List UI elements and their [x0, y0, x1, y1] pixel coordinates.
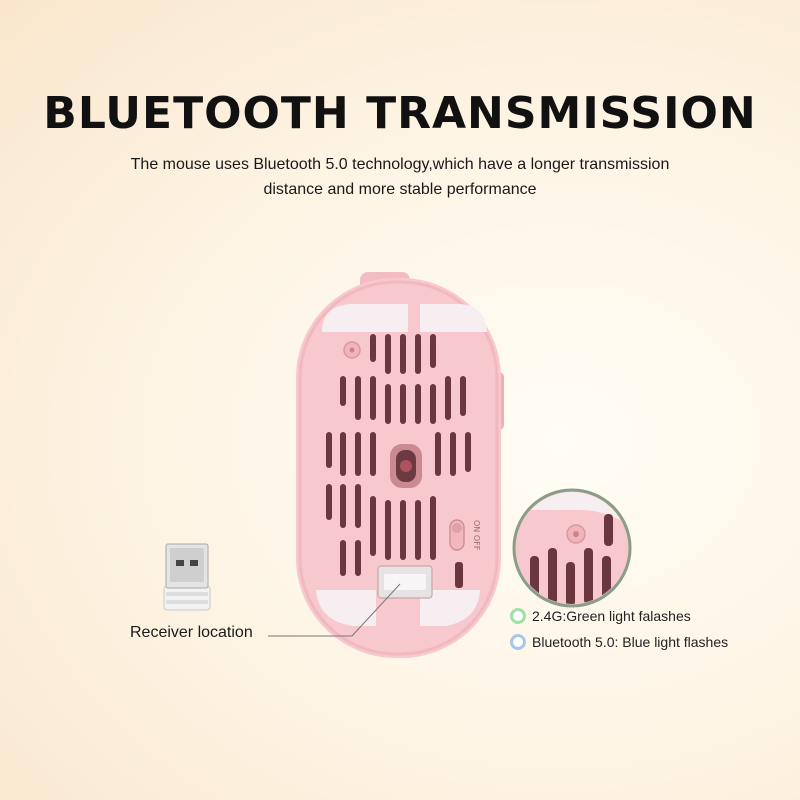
legend-label-2-4g: 2.4G:Green light falashes [532, 608, 691, 624]
receiver-location-label: Receiver location [130, 624, 253, 641]
vent-grille [326, 334, 471, 576]
receiver-callout-line [268, 583, 401, 637]
switch-label: ON OFF [472, 520, 481, 551]
usb-receiver-icon [163, 543, 211, 611]
page-title: BLUETOOTH TRANSMISSION [43, 88, 757, 139]
subtitle-line-2: distance and more stable performance [263, 181, 537, 198]
page-subtitle: The mouse uses Bluetooth 5.0 technology,… [80, 152, 720, 202]
legend-item-bluetooth: Bluetooth 5.0: Blue light flashes [510, 634, 728, 650]
blue-ring-icon [510, 634, 526, 650]
mouse-underside: ON OFF [296, 272, 504, 658]
legend-item-2-4g: 2.4G:Green light falashes [510, 608, 691, 624]
green-ring-icon [510, 608, 526, 624]
legend-label-bluetooth: Bluetooth 5.0: Blue light flashes [532, 634, 729, 650]
subtitle-line-1: The mouse uses Bluetooth 5.0 technology,… [130, 156, 670, 173]
indicator-zoom-inset [512, 488, 632, 608]
